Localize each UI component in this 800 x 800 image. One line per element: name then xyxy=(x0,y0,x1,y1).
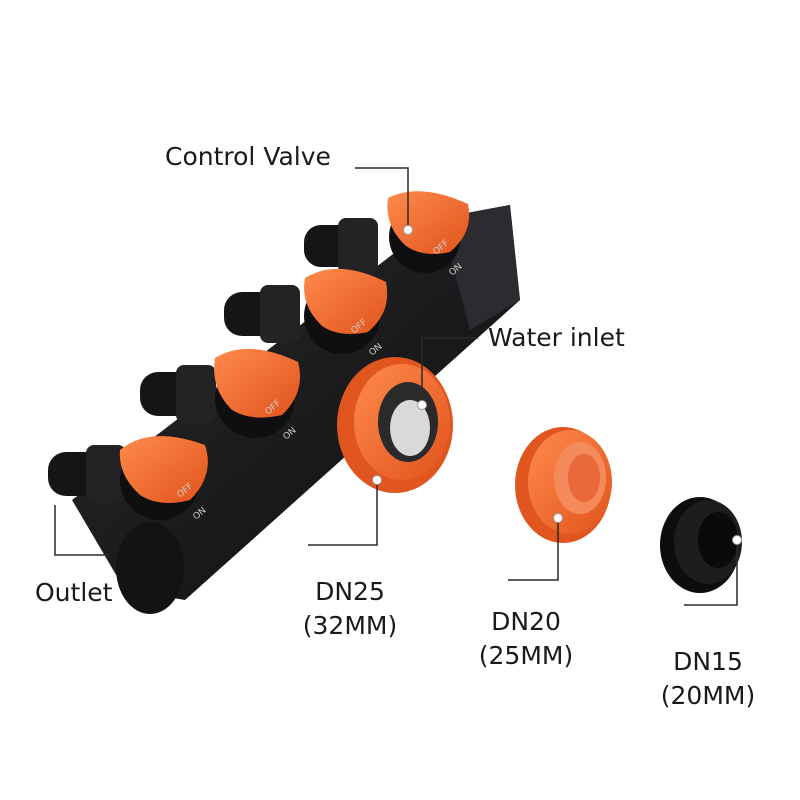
label-water-inlet: Water inlet xyxy=(488,323,625,352)
label-dn25-mm: (32MM) xyxy=(302,611,398,640)
outlet-connector xyxy=(140,365,216,423)
outlet-connectors xyxy=(48,218,378,503)
label-dn20-size: DN20 xyxy=(491,607,561,636)
label-dn15-mm: (20MM) xyxy=(660,681,756,710)
leader-outlet xyxy=(54,505,108,556)
dn15-reducer xyxy=(660,497,742,593)
outlet-connector xyxy=(48,445,126,503)
callout-dot xyxy=(417,400,427,410)
callout-dot xyxy=(732,535,742,545)
label-dn25-size: DN25 xyxy=(315,577,385,606)
label-dn20-mm: (25MM) xyxy=(478,641,574,670)
valve-handle xyxy=(214,348,300,438)
end-cap xyxy=(116,522,184,614)
valve-handles xyxy=(119,191,470,520)
dn20-reducer xyxy=(515,427,612,543)
callout-dot xyxy=(372,475,382,485)
leader-dn15 xyxy=(684,540,738,606)
callout-dot xyxy=(403,225,413,235)
leader-water-inlet xyxy=(421,337,478,405)
leader-lines xyxy=(54,167,738,606)
valve-handle xyxy=(119,436,208,520)
label-dn20: DN20 (25MM) xyxy=(466,605,586,673)
outlet-connector xyxy=(304,218,378,274)
label-dn15-size: DN15 xyxy=(673,647,743,676)
label-control-valve: Control Valve xyxy=(165,142,331,171)
outlet-connector xyxy=(224,285,300,343)
leader-control-valve xyxy=(355,167,409,230)
callout-dot xyxy=(553,513,563,523)
valve-handle xyxy=(304,268,388,354)
leader-dn25 xyxy=(308,480,378,546)
label-dn15: DN15 (20MM) xyxy=(648,645,768,713)
callout-dots xyxy=(372,225,742,545)
label-outlet: Outlet xyxy=(35,578,113,607)
leader-dn20 xyxy=(508,518,559,581)
dn25-inlet-nut xyxy=(337,357,453,493)
label-dn25: DN25 (32MM) xyxy=(290,575,410,643)
